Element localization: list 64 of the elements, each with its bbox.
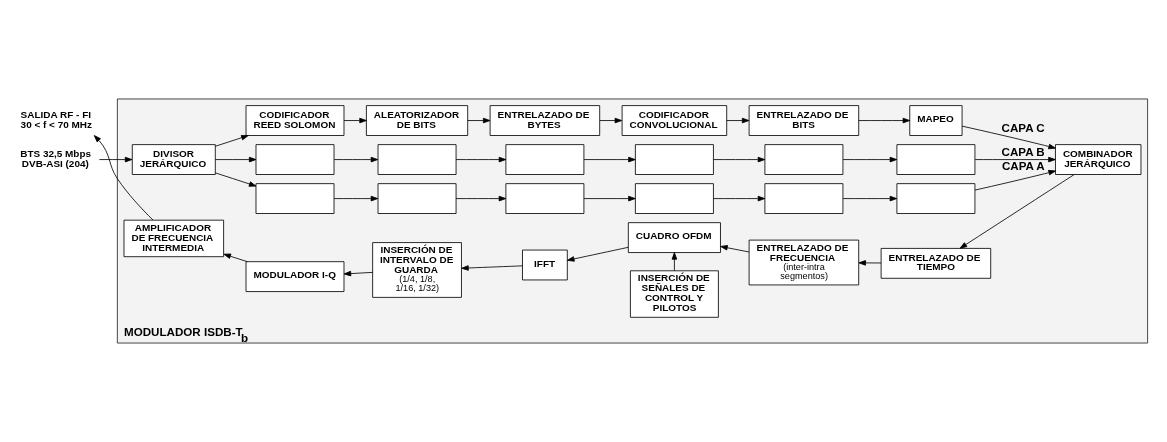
edge-label: CAPA B	[1001, 144, 1045, 158]
arrow	[455, 156, 507, 163]
node-box	[764, 144, 844, 175]
node-box	[255, 144, 335, 175]
node-text: SALIDA RF - FI 30 < f < 70 MHz	[20, 108, 93, 130]
arrow	[467, 117, 491, 124]
node-box: INSERCIÓN DE SEÑALES DE CONTROL Y PILOTOS	[630, 270, 719, 318]
arrow	[215, 172, 257, 187]
node-box: CODIFICADOR REED SOLOMON	[245, 105, 345, 136]
node-box	[896, 183, 976, 214]
node-box: ENTRELAZADO DE BITS	[748, 105, 860, 136]
arrow	[713, 195, 766, 202]
arrow	[93, 135, 154, 221]
node-box: INSERCIÓN DE INTERVALO DE GUARDA (1/4, 1/8, 1/16, 1/32)	[372, 242, 462, 298]
arrow	[583, 156, 636, 163]
node-text: BTS 32,5 Mbps DVB-ASI (204)	[20, 147, 92, 169]
arrow	[455, 195, 507, 202]
arrow	[713, 156, 766, 163]
edge-label: CAPA C	[1001, 121, 1045, 135]
arrow	[974, 169, 1056, 191]
arrow	[858, 117, 911, 124]
arrow	[343, 117, 367, 124]
arrow	[461, 265, 523, 271]
node-box: CUADRO OFDM	[627, 222, 721, 253]
arrow	[215, 156, 257, 163]
arrow	[98, 156, 133, 163]
arrow	[333, 195, 379, 202]
node-box: IFFT	[522, 249, 568, 281]
arrow	[961, 125, 1056, 150]
edge-label: CAPA A	[1001, 158, 1045, 172]
arrow	[583, 195, 636, 202]
node-box	[255, 183, 335, 214]
node-box: COMBINADOR JERÁRQUICO	[1055, 144, 1142, 175]
node-box	[377, 183, 457, 214]
node-box	[505, 183, 585, 214]
node-box: DIVISOR JERÁRQUICO	[131, 144, 216, 175]
node-box	[634, 183, 714, 214]
arrow	[215, 135, 249, 147]
node-box: ENTRELAZADO DE TIEMPO	[880, 248, 992, 279]
arrow	[720, 245, 750, 253]
node-box	[505, 144, 585, 175]
node-box: ALEATORIZADOR DE BITS	[366, 105, 469, 136]
node-box: ENTRELAZADO DE FRECUENCIA (inter-intra segmentos)	[748, 239, 860, 286]
node-box: CODIFICADOR CONVOLUCIONAL	[621, 105, 728, 136]
arrow	[959, 174, 1075, 249]
arrow	[842, 195, 898, 202]
arrow	[858, 260, 882, 266]
node-box: MODULADOR I-Q	[245, 261, 345, 292]
node-box	[377, 144, 457, 175]
arrow	[974, 156, 1056, 163]
arrow	[726, 117, 750, 124]
arrow	[223, 253, 248, 263]
arrow	[842, 156, 898, 163]
arrow	[567, 246, 629, 262]
node-box	[634, 144, 714, 175]
node-box	[896, 144, 976, 175]
node-box: MAPEO	[909, 105, 963, 136]
arrow	[671, 252, 678, 272]
node-box: AMPLIFICADOR DE FRECUENCIA INTERMEDIA	[123, 219, 225, 258]
node-box	[764, 183, 844, 214]
node-box: ENTRELAZADO DE BYTES	[489, 105, 601, 136]
arrow	[333, 156, 379, 163]
arrow	[599, 117, 623, 124]
arrow	[343, 270, 374, 277]
